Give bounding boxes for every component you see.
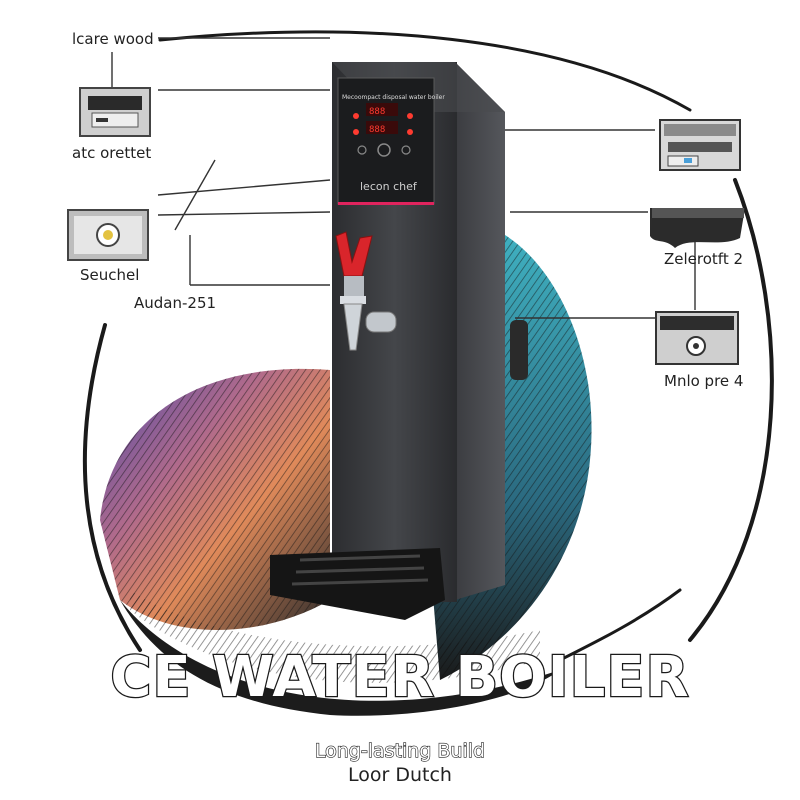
tagline-secondary: Loor Dutch bbox=[348, 764, 452, 786]
callout-left-middle: Seuchel bbox=[80, 266, 140, 284]
appliance-unit-icon bbox=[659, 119, 741, 171]
knob-panel-icon bbox=[67, 209, 149, 261]
oven-drawer-icon bbox=[79, 87, 151, 137]
water-boiler: 888 888 bbox=[270, 62, 528, 620]
callout-right-lower: Mnlo pre 4 bbox=[664, 372, 744, 390]
callout-lines bbox=[111, 37, 696, 319]
headline: CE WATER BOILER bbox=[109, 644, 690, 712]
callout-left-upper: atc orettet bbox=[72, 144, 152, 162]
svg-text:888: 888 bbox=[369, 125, 385, 135]
callout-top-left: lcare wood bbox=[72, 30, 154, 48]
panel-caption: Mecoompact disposal water boiler bbox=[342, 94, 445, 101]
callout-right-middle: Zelerotft 2 bbox=[664, 250, 744, 268]
control-module-icon bbox=[655, 311, 739, 365]
tagline-primary: Long-lasting Build bbox=[314, 739, 486, 762]
outline-strokes bbox=[82, 30, 774, 662]
callout-left-lower: Audan-251 bbox=[134, 294, 217, 312]
hob-unit-icon bbox=[650, 208, 745, 248]
brand-label: lecon chef bbox=[360, 180, 417, 193]
svg-text:888: 888 bbox=[369, 107, 385, 117]
